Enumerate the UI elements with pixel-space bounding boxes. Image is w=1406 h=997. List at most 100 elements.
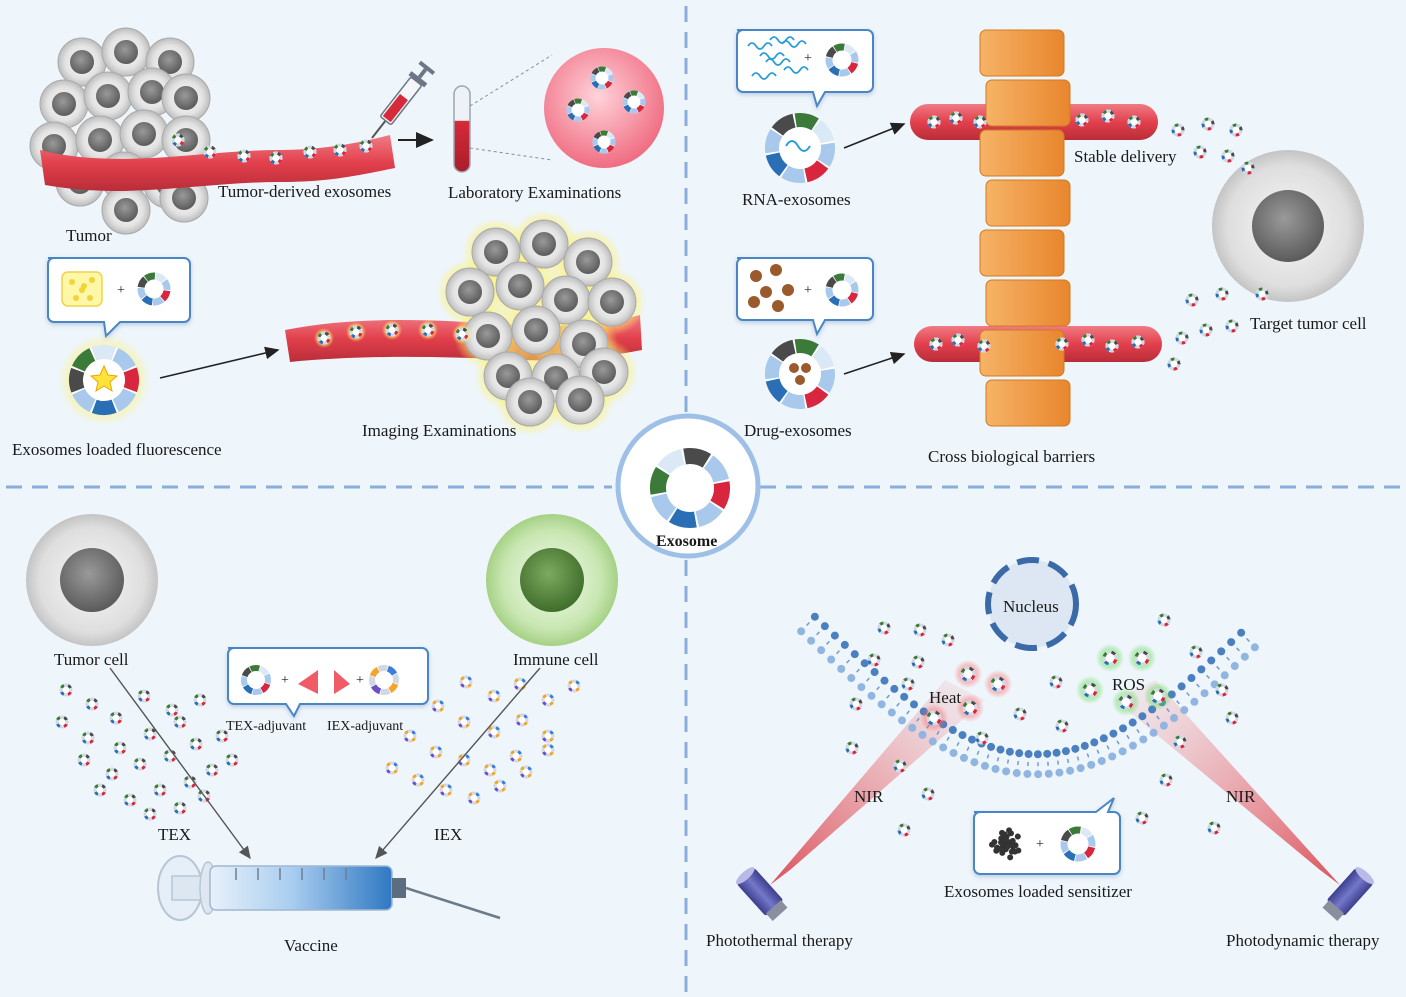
exosome-icon — [825, 43, 859, 77]
label-tex-adjuvant: TEX-adjuvant — [226, 719, 307, 734]
tumor-cell-icon — [511, 305, 561, 355]
exosome-icon — [1101, 109, 1115, 123]
exosome-icon — [650, 448, 730, 528]
tumor-cell-icon — [101, 27, 151, 77]
tumor-cell-icon — [101, 185, 151, 235]
exosome-icon — [1075, 113, 1089, 127]
released-exosomes — [927, 109, 1269, 371]
exosome-icon — [927, 115, 941, 129]
exosome-icon — [153, 783, 167, 797]
exosome-icon — [487, 689, 501, 703]
exosome-icon — [77, 753, 91, 767]
exosome-icon — [1082, 682, 1098, 698]
exosome-icon — [1127, 115, 1141, 129]
label-laboratory-examinations: Laboratory Examinations — [448, 183, 622, 202]
exosome-icon — [205, 763, 219, 777]
exosome-icon — [541, 729, 555, 743]
label-stable-delivery: Stable delivery — [1074, 147, 1177, 166]
barrier-cell-icon — [985, 179, 1071, 227]
exosome-icon — [1171, 123, 1185, 137]
exosome-icon — [849, 697, 863, 711]
exosome-icon — [1241, 161, 1255, 175]
exosome-icon — [765, 113, 835, 183]
exosome-icon — [385, 323, 399, 337]
therapy-exosomes — [845, 613, 1239, 837]
exosome-icon — [541, 743, 555, 757]
exosome-icon — [519, 765, 533, 779]
exosome-icon — [901, 677, 915, 691]
exosome-icon — [1255, 287, 1269, 301]
exosome-icon — [165, 703, 179, 717]
exosome-icon — [55, 715, 69, 729]
label-tumor: Tumor — [66, 226, 112, 245]
plus-sign: + — [804, 51, 812, 66]
exosome-icon — [269, 151, 283, 165]
label-photodynamic-therapy: Photodynamic therapy — [1226, 931, 1380, 950]
exosome-icon — [241, 665, 271, 695]
exosome-icon — [990, 676, 1006, 692]
barrier-cell-icon — [979, 329, 1065, 377]
exosome-icon — [1175, 331, 1189, 345]
label-iex: IEX — [434, 825, 463, 844]
exosome-icon — [973, 115, 987, 129]
exosome-icon — [237, 149, 251, 163]
exosome-icon — [1118, 694, 1134, 710]
exosome-icon — [455, 327, 469, 341]
exosome-icon — [1189, 645, 1203, 659]
exosome-icon — [483, 763, 497, 777]
drug-particle-icons — [748, 264, 859, 312]
label-photothermal-therapy: Photothermal therapy — [706, 931, 853, 950]
exosome-icon — [1185, 293, 1199, 307]
exosome-icon — [1105, 339, 1119, 353]
label-nir-right: NIR — [1226, 787, 1256, 806]
exosome-icon — [566, 98, 590, 122]
exosome-icon — [977, 339, 991, 353]
fluorescent-tumor-cluster — [436, 210, 646, 436]
laser-emitter-right-icon — [1322, 867, 1375, 921]
exosome-icon — [429, 745, 443, 759]
exosome-icon — [592, 130, 616, 154]
tumor-cell-icon — [519, 219, 569, 269]
tumor-cell-icon — [505, 377, 555, 427]
test-tube-icon — [453, 85, 471, 173]
exosome-icon — [105, 767, 119, 781]
exosome-icon — [81, 731, 95, 745]
exosome-icon — [1173, 735, 1187, 749]
vessel-exosomes — [171, 133, 373, 165]
exosome-icon — [921, 787, 935, 801]
fluorescence-exosomes — [58, 272, 171, 426]
barrier-cell-icon — [979, 129, 1065, 177]
tumor-cell-icon — [555, 375, 605, 425]
fluorescent-vessel-exosomes — [314, 320, 472, 348]
exosome-icon — [897, 823, 911, 837]
exosome-icon — [173, 801, 187, 815]
exosome-icon — [825, 273, 859, 307]
label-heat: Heat — [929, 688, 962, 707]
exosome-icon — [1229, 123, 1243, 137]
iex-exosomes — [385, 675, 581, 805]
label-tex: TEX — [158, 825, 192, 844]
magnified-exosomes — [566, 66, 646, 154]
exosome-icon — [913, 623, 927, 637]
exosome-icon — [59, 683, 73, 697]
exosome-icon — [962, 700, 978, 716]
adjuvant-callout — [227, 647, 429, 718]
exosome-icon — [359, 139, 373, 153]
exosome-icon — [1055, 719, 1069, 733]
exosome-icon — [457, 715, 471, 729]
exosome-icon — [1193, 145, 1207, 159]
exosome-icon — [1201, 117, 1215, 131]
exosome-icon — [515, 713, 529, 727]
exosome-icon — [951, 333, 965, 347]
tumor-cell-icon — [495, 261, 545, 311]
plus-sign: + — [356, 673, 364, 688]
exosome-icon — [1049, 675, 1063, 689]
tumor-cell-icon — [471, 227, 521, 277]
exosome-icon — [411, 773, 425, 787]
exosome-icon — [133, 757, 147, 771]
exosome-icon — [1060, 826, 1096, 862]
exosome-icon — [1150, 688, 1166, 704]
exosome-icon — [1102, 650, 1118, 666]
biological-barrier — [979, 29, 1071, 427]
